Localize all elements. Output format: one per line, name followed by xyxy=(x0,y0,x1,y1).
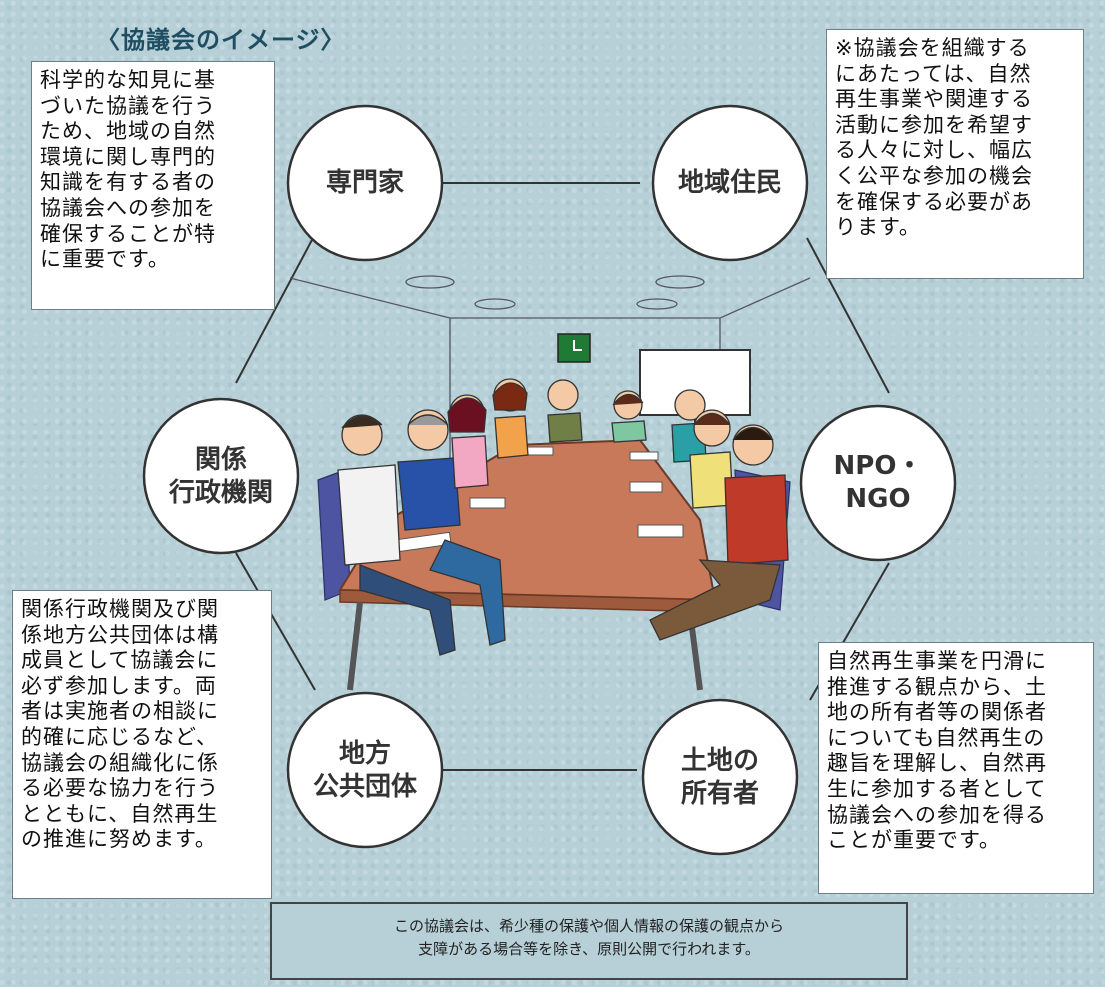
node-local-gov: 地方 公共団体 xyxy=(312,739,417,802)
clock-icon xyxy=(557,333,591,363)
node-expert: 専門家 xyxy=(325,168,404,198)
footer-note: この協議会は、希少種の保護や個人情報の保護の観点から 支障がある場合等を除き、原… xyxy=(270,902,908,980)
stakeholder-circles xyxy=(142,104,957,856)
participants xyxy=(337,378,789,656)
documents xyxy=(394,446,684,553)
note-expert: 科学的な知見に基 づいた協議を行う ため、地域の自然 環境に関し専門的 知識を有… xyxy=(31,61,275,310)
note-gov-local: 関係行政機関及び関 係地方公共団体は構 成員として協議会に 必ず参加します。両 … xyxy=(12,590,272,899)
note-landowner: 自然再生事業を円滑に 推進する観点から、土 地の所有者等の関係者 についても自然… xyxy=(818,642,1094,894)
node-gov-agencies: 関係 行政機関 xyxy=(168,445,273,508)
hexagon-connections xyxy=(235,182,890,771)
diagram-title: 〈協議会のイメージ〉 xyxy=(96,26,346,54)
node-residents: 地域住民 xyxy=(677,168,782,198)
note-residents: ※協議会を組織する にあたっては、自然 再生事業や関連する 活動に参加を希望す … xyxy=(826,29,1084,279)
node-landowner: 土地の 所有者 xyxy=(680,746,759,809)
node-npo-ngo: NPO・ NGO xyxy=(833,451,923,514)
